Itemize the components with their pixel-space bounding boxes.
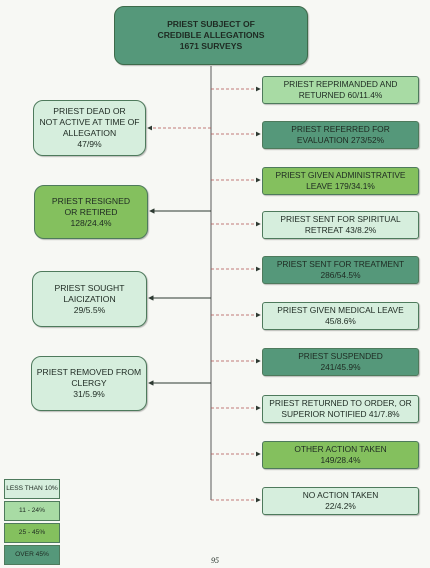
node-label-line: PRIEST REFERRED FOR xyxy=(291,124,390,134)
node-dead-or-not-active: PRIEST DEAD OR NOT ACTIVE AT TIME OF ALL… xyxy=(33,100,146,156)
node-value: LEAVE 179/34.1% xyxy=(306,181,375,191)
node-label-line: PRIEST GIVEN ADMINISTRATIVE xyxy=(275,170,406,180)
node-spiritual-retreat: PRIEST SENT FOR SPIRITUAL RETREAT 43/8.2… xyxy=(262,211,419,239)
node-label-line: PRIEST REMOVED FROM xyxy=(36,367,142,377)
node-value: SUPERIOR NOTIFIED 41/7.8% xyxy=(281,409,400,419)
node-value: 45/8.6% xyxy=(325,316,356,326)
node-administrative-leave: PRIEST GIVEN ADMINISTRATIVE LEAVE 179/34… xyxy=(262,167,419,195)
node-label-line: OR RETIRED xyxy=(64,206,118,217)
node-value: 47/9% xyxy=(77,139,102,149)
node-sent-for-treatment: PRIEST SENT FOR TREATMENT 286/54.5% xyxy=(262,256,419,284)
page-number: 95 xyxy=(211,556,219,565)
node-label-line: PRIEST SUSPENDED xyxy=(298,351,383,361)
root-line-1: PRIEST SUBJECT OF xyxy=(167,19,255,29)
node-reprimanded-and-returned: PRIEST REPRIMANDED AND RETURNED 60/11.4% xyxy=(262,76,419,104)
root-node-credible-allegations: PRIEST SUBJECT OF CREDIBLE ALLEGATIONS 1… xyxy=(114,6,308,65)
legend-25-45: 25 - 45% xyxy=(4,523,60,543)
node-removed-from-clergy: PRIEST REMOVED FROM CLERGY 31/5.9% xyxy=(31,356,147,411)
node-label-line: PRIEST SENT FOR SPIRITUAL xyxy=(280,214,401,224)
node-label-line: PRIEST DEAD OR xyxy=(53,106,126,116)
node-label-line: PRIEST REPRIMANDED AND xyxy=(283,79,398,89)
node-value: 29/5.5% xyxy=(73,304,106,315)
node-value: 241/45.9% xyxy=(320,362,361,372)
node-label-line: OTHER ACTION TAKEN xyxy=(294,444,387,454)
node-other-action-taken: OTHER ACTION TAKEN 149/28.4% xyxy=(262,441,419,469)
node-label-line: LAICIZATION xyxy=(63,293,116,304)
node-label-line: ALLEGATION xyxy=(62,128,117,138)
node-label-line: PRIEST SENT FOR TREATMENT xyxy=(276,259,405,269)
legend-less-than-10: LESS THAN 10% xyxy=(4,479,60,499)
node-value: 149/28.4% xyxy=(320,455,361,465)
node-value: 22/4.2% xyxy=(325,501,356,511)
color-legend: LESS THAN 10% 11 - 24% 25 - 45% OVER 45% xyxy=(4,479,60,567)
node-value: 31/5.9% xyxy=(73,389,105,399)
node-label-line: PRIEST SOUGHT xyxy=(54,282,125,293)
node-resigned-or-retired: PRIEST RESIGNED OR RETIRED 128/24.4% xyxy=(34,185,148,239)
root-line-2: CREDIBLE ALLEGATIONS xyxy=(157,30,265,40)
node-value: 128/24.4% xyxy=(70,217,112,228)
node-suspended: PRIEST SUSPENDED 241/45.9% xyxy=(262,348,419,376)
root-line-3: 1671 SURVEYS xyxy=(179,41,243,51)
node-value: 286/54.5% xyxy=(320,270,361,280)
node-value: RETREAT 43/8.2% xyxy=(304,225,377,235)
node-label-line: PRIEST RETURNED TO ORDER, OR xyxy=(269,398,412,408)
node-label-line: NO ACTION TAKEN xyxy=(302,490,379,500)
node-label-line: NOT ACTIVE AT TIME OF xyxy=(39,117,140,127)
node-referred-for-evaluation: PRIEST REFERRED FOR EVALUATION 273/52% xyxy=(262,121,419,149)
node-no-action-taken: NO ACTION TAKEN 22/4.2% xyxy=(262,487,419,515)
node-label-line: PRIEST GIVEN MEDICAL LEAVE xyxy=(277,305,404,315)
legend-over-45: OVER 45% xyxy=(4,545,60,565)
node-label-line: CLERGY xyxy=(71,378,107,388)
node-medical-leave: PRIEST GIVEN MEDICAL LEAVE 45/8.6% xyxy=(262,302,419,330)
node-value: EVALUATION 273/52% xyxy=(296,135,385,145)
node-sought-laicization: PRIEST SOUGHT LAICIZATION 29/5.5% xyxy=(32,271,147,327)
node-returned-to-order: PRIEST RETURNED TO ORDER, OR SUPERIOR NO… xyxy=(262,395,419,423)
legend-11-24: 11 - 24% xyxy=(4,501,60,521)
node-value: RETURNED 60/11.4% xyxy=(298,90,383,100)
node-label-line: PRIEST RESIGNED xyxy=(51,195,131,206)
